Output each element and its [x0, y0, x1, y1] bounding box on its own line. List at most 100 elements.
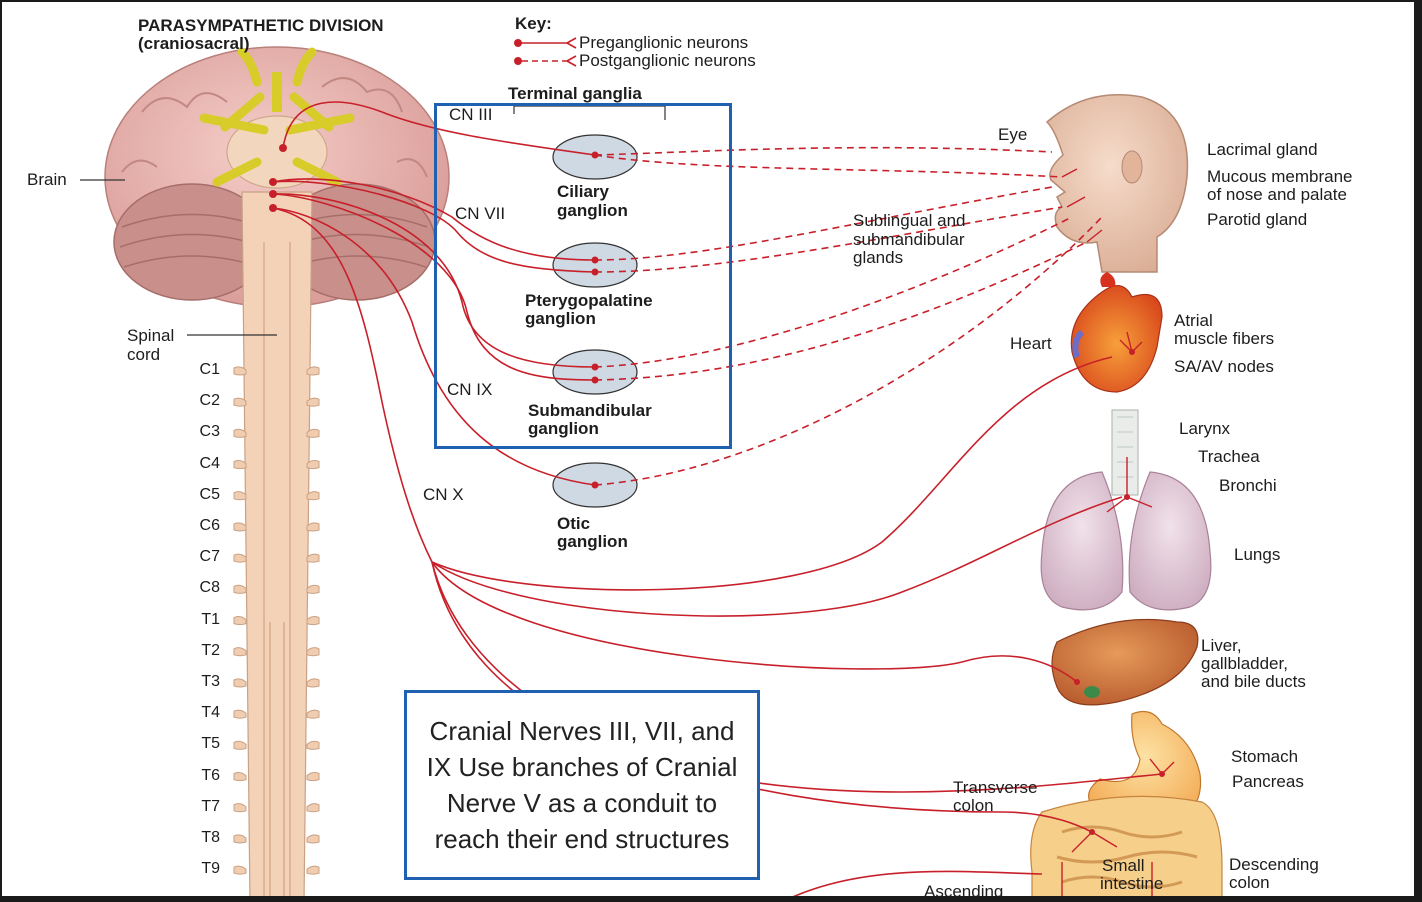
nerve-root-t7-left: [233, 803, 247, 813]
spinal-nerve-roots: [233, 366, 320, 875]
segment-label-t4: T4: [201, 704, 220, 722]
preganglionic-nerves: [272, 101, 1163, 896]
nerve-root-c6-left: [233, 522, 247, 532]
spinal-cord-shape: [241, 191, 313, 896]
segment-label-t7: T7: [201, 797, 220, 815]
nerve-root-c6-right: [306, 522, 320, 532]
atrial-label-2: muscle fibers: [1174, 329, 1275, 348]
small-intestine-label-1: Small: [1102, 856, 1145, 875]
nerve-root-c7-right: [306, 553, 320, 563]
nerve-root-c4-right: [306, 459, 320, 470]
diagram-subtitle: (craniosacral): [138, 34, 250, 53]
nerve-root-t3-right: [306, 678, 320, 688]
stomach-label: Stomach: [1231, 747, 1299, 766]
larynx-label: Larynx: [1179, 419, 1231, 438]
callout-note: Cranial Nerves III, VII, and IX Use bran…: [404, 690, 760, 880]
segment-label-t8: T8: [201, 829, 220, 846]
nerve-root-c7-left: [233, 553, 247, 563]
nerve-root-t3-left: [233, 678, 247, 688]
spinal-cord-label-2: cord: [127, 345, 161, 364]
cn3-label: CN III: [449, 105, 493, 124]
heart-shape: [1070, 272, 1163, 393]
ganglia-highlight-box: [434, 103, 732, 449]
nerve-root-t2-right: [306, 647, 320, 657]
segment-label-c7: C7: [199, 548, 220, 566]
segment-label-c3: C3: [199, 423, 220, 441]
cn10-label: CN X: [423, 485, 464, 504]
trachea-label: Trachea: [1198, 447, 1260, 466]
nerve-root-t1-left: [233, 615, 247, 626]
cn9-label: CN IX: [447, 380, 493, 399]
small-intestine-label-2: intestine: [1100, 874, 1164, 893]
nerve-root-t5-right: [306, 740, 320, 750]
segment-label-t5: T5: [201, 735, 220, 753]
spinal-cord-label-1: Spinal: [127, 326, 175, 345]
heart-label: Heart: [1010, 334, 1052, 353]
submandibular-label-2: ganglion: [528, 419, 599, 438]
ciliary-label-1: Ciliary: [557, 182, 609, 201]
nerve-root-c8-right: [306, 584, 320, 594]
head-shape: [1045, 94, 1189, 273]
liver-label-1: Liver,: [1201, 636, 1242, 655]
liver-label-2: gallbladder,: [1201, 654, 1288, 673]
digestive-shape: [1030, 711, 1223, 896]
segment-label-c2: C2: [199, 392, 220, 410]
lacrimal-label: Lacrimal gland: [1207, 140, 1318, 159]
nerve-root-c2-right: [306, 397, 320, 407]
nerve-root-t9-left: [233, 865, 247, 875]
spinal-cord-leader-line: [187, 334, 277, 336]
segment-label-t2: T2: [201, 641, 220, 659]
segment-label-t6: T6: [201, 766, 220, 784]
descending-colon-label-2: colon: [1229, 873, 1270, 892]
nerve-root-t6-right: [306, 771, 320, 782]
atrial-label-1: Atrial: [1174, 311, 1213, 330]
liver-label-3: and bile ducts: [1201, 672, 1306, 691]
nerve-root-t5-left: [233, 740, 247, 750]
diagram-title: PARASYMPATHETIC DIVISION: [138, 16, 384, 35]
sublingual-label-3: glands: [853, 248, 904, 267]
nerve-root-t4-left: [233, 709, 247, 719]
segment-label-t1: T1: [201, 610, 220, 628]
nerve-root-c4-left: [233, 459, 247, 470]
postganglionic-nerves: [594, 146, 1103, 486]
nerve-root-c3-left: [233, 428, 247, 438]
lungs-shape: [1040, 409, 1212, 611]
sublingual-label-1: Sublingual and: [853, 211, 966, 230]
nerve-root-c1-right: [306, 366, 320, 376]
parotid-label: Parotid gland: [1207, 210, 1308, 229]
nerve-root-t8-left: [233, 834, 247, 844]
pancreas-label: Pancreas: [1232, 772, 1304, 791]
brain-label: Brain: [27, 170, 67, 189]
transverse-colon-label-1: Transverse: [953, 778, 1038, 797]
segment-label-t9: T9: [201, 860, 220, 878]
nerve-root-t7-right: [306, 803, 320, 813]
nerve-root-t8-right: [306, 834, 320, 844]
nerve-root-t6-left: [233, 771, 247, 782]
key-heading: Key:: [515, 14, 552, 33]
brain-leader-line: [80, 179, 125, 181]
nerve-root-c5-left: [233, 491, 247, 501]
descending-colon-label-1: Descending: [1229, 855, 1319, 874]
segment-label-t3: T3: [201, 673, 220, 690]
key-postganglionic: Postganglionic neurons: [579, 51, 756, 70]
cn7-label: CN VII: [455, 204, 506, 223]
nerve-root-c1-left: [233, 366, 247, 376]
otic-label-2: ganglion: [557, 532, 628, 551]
bronchi-label: Bronchi: [1219, 476, 1277, 495]
nerve-root-c8-left: [233, 584, 247, 594]
sublingual-label-2: submandibular: [853, 230, 965, 249]
mucous-label-1: Mucous membrane: [1207, 167, 1353, 186]
ciliary-label-2: ganglion: [557, 201, 628, 220]
submandibular-label-1: Submandibular: [528, 401, 652, 420]
nerve-root-t9-right: [306, 865, 320, 875]
segment-label-c5: C5: [199, 485, 220, 503]
pterygopalatine-label-2: ganglion: [525, 309, 596, 328]
segment-label-c8: C8: [199, 579, 220, 597]
segment-label-c4: C4: [199, 454, 220, 472]
lungs-label: Lungs: [1234, 545, 1281, 564]
segment-label-c1: C1: [199, 361, 220, 378]
nerve-root-t4-right: [306, 709, 320, 719]
transverse-colon-label-2: colon: [953, 796, 994, 815]
